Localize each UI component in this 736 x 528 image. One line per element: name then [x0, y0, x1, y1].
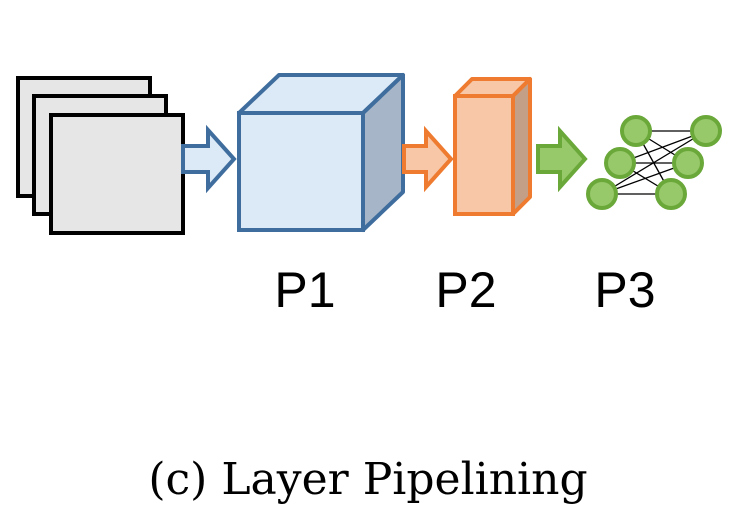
- p3-network-nodes: [586, 115, 722, 210]
- stage-label-p1: P1: [274, 262, 336, 318]
- stage-label-p3: P3: [594, 262, 656, 318]
- arrow-to-p2: [402, 125, 454, 193]
- p2-box-front: [453, 94, 515, 216]
- network-node: [604, 147, 636, 179]
- network-node: [620, 115, 652, 147]
- p2-box: [453, 77, 532, 216]
- input-frames-stack: [16, 76, 185, 235]
- p2-box-side: [511, 77, 532, 216]
- network-node: [655, 178, 687, 210]
- arrow-to-p3: [536, 125, 588, 193]
- p3-network: [586, 115, 722, 210]
- network-edge: [601, 130, 707, 195]
- network-node: [586, 178, 618, 210]
- p1-cube-front: [237, 111, 365, 232]
- figure-caption: (c) Layer Pipelining: [148, 454, 588, 505]
- network-node: [690, 115, 722, 147]
- arrow-to-p1: [181, 124, 237, 194]
- p1-cube: [237, 73, 405, 232]
- network-node: [672, 147, 704, 179]
- input-frame-front: [49, 113, 185, 235]
- stage-label-p2: P2: [435, 262, 497, 318]
